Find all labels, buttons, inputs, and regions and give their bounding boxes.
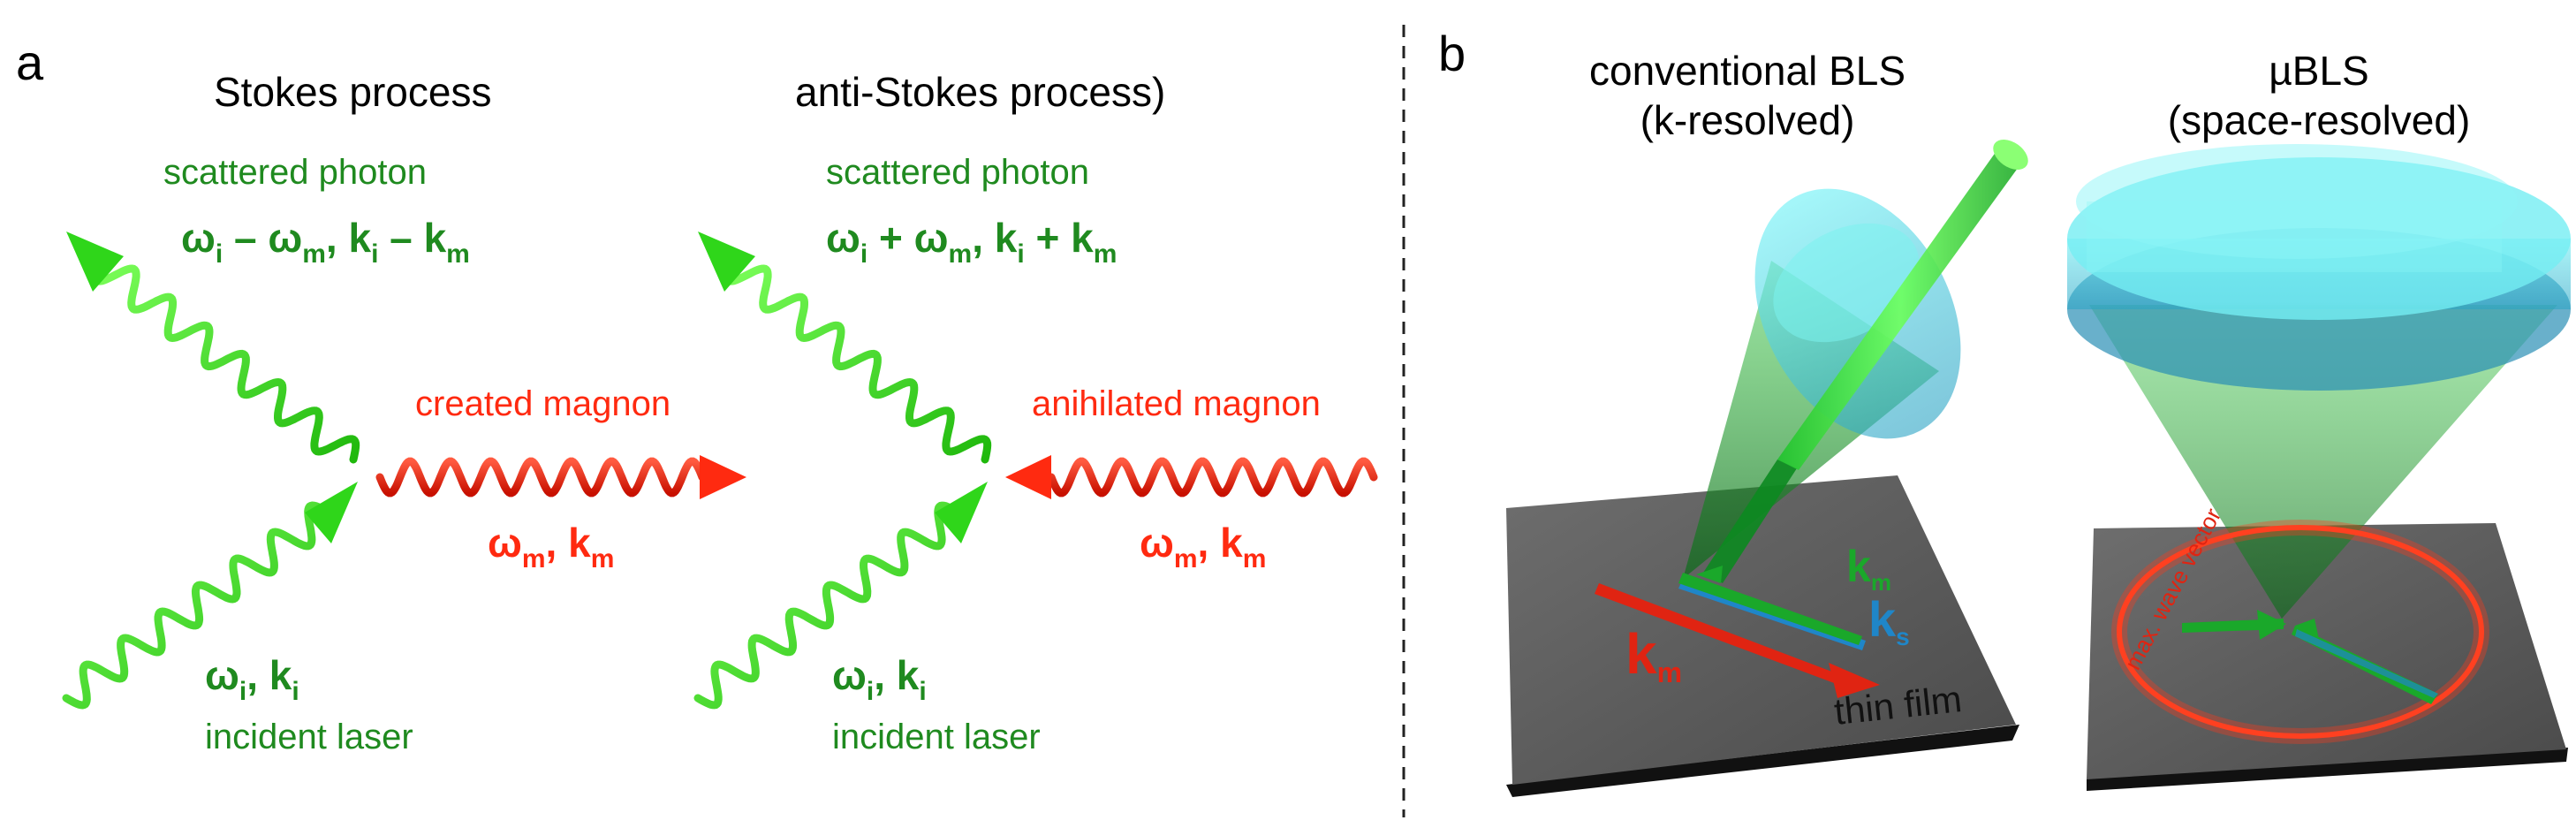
stokes-incident-arrowhead bbox=[305, 482, 358, 543]
max-wave-vector-ring bbox=[2111, 520, 2489, 744]
conventional-thin-film bbox=[1506, 475, 2019, 797]
panel-b-letter: b bbox=[1438, 26, 1466, 81]
k-m-green-vector bbox=[1678, 566, 1862, 645]
anti-stokes-incident-label: incident laser bbox=[832, 718, 1041, 756]
anti-stokes-scattered-label: scattered photon bbox=[826, 153, 1089, 192]
anti-stokes-incident-equation: ωi, ki bbox=[832, 652, 927, 706]
anihilated-magnon-label: anihilated magnon bbox=[1032, 384, 1321, 423]
k-s-label: ks bbox=[1868, 591, 1910, 650]
anti-stokes-scattered-photon-wave bbox=[698, 232, 992, 464]
stokes-scattered-label: scattered photon bbox=[163, 153, 427, 192]
k-m-green-label: km bbox=[1846, 542, 1891, 596]
anti-stokes-incident-arrowhead bbox=[935, 482, 988, 543]
k-m-red-vector bbox=[1595, 583, 1880, 698]
stokes-scattered-arrowhead bbox=[66, 232, 124, 292]
anihilated-magnon-arrowhead bbox=[1005, 455, 1051, 499]
conventional-laser-beam bbox=[1703, 139, 2028, 583]
stokes-scattered-photon-wave bbox=[66, 232, 360, 464]
film-surface bbox=[1506, 475, 2016, 785]
stokes-scattered-equation: ωi – ωm, ki – km bbox=[181, 215, 470, 269]
micro-bls-subtitle: (space-resolved) bbox=[2168, 97, 2471, 143]
created-magnon-label: created magnon bbox=[415, 384, 671, 423]
panel-a-letter: a bbox=[16, 34, 44, 90]
micro-objective-lens bbox=[2067, 144, 2571, 391]
micro-film-edge bbox=[2087, 748, 2568, 791]
stokes-incident-label: incident laser bbox=[205, 718, 413, 756]
stokes-incident-equation: ωi, ki bbox=[205, 652, 299, 706]
anti-stokes-scattered-equation: ωi + ωm, ki + km bbox=[826, 215, 1117, 269]
film-edge bbox=[1506, 725, 2019, 797]
anihilated-magnon-equation: ωm, km bbox=[1140, 520, 1266, 574]
created-magnon-equation: ωm, km bbox=[488, 520, 614, 574]
conventional-bls-title: conventional BLS bbox=[1589, 48, 1905, 94]
created-magnon-wave bbox=[375, 455, 746, 499]
stokes-title: Stokes process bbox=[214, 69, 491, 115]
micro-bls-title: µBLS bbox=[2269, 48, 2368, 94]
created-magnon-arrowhead bbox=[700, 455, 746, 499]
anti-stokes-incident-photon-wave bbox=[693, 482, 988, 710]
anti-stokes-scattered-arrowhead bbox=[698, 232, 755, 292]
micro-wavevector-arrows bbox=[2182, 610, 2438, 704]
anihilated-magnon-wave bbox=[1005, 455, 1378, 499]
anti-stokes-title: anti-Stokes process) bbox=[795, 69, 1165, 115]
conventional-bls-subtitle: (k-resolved) bbox=[1640, 97, 1855, 143]
k-m-red-label: km bbox=[1625, 622, 1682, 688]
stokes-incident-photon-wave bbox=[62, 482, 358, 710]
micro-focus-cone bbox=[2089, 305, 2557, 619]
